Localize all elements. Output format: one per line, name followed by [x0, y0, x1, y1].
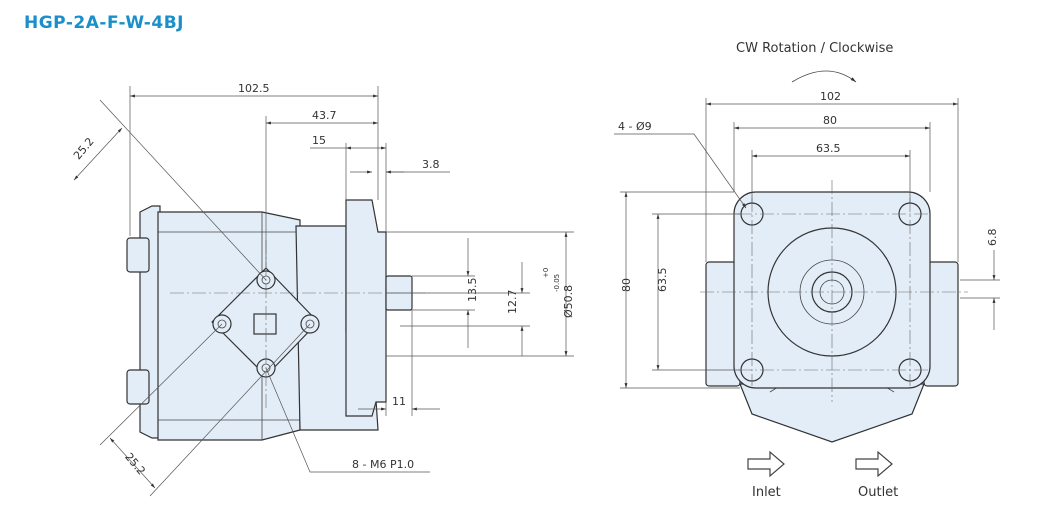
- inlet-label: Inlet: [752, 485, 781, 500]
- dim-6-8: 6.8: [986, 229, 999, 247]
- dim-25-2-top: 25.2: [71, 135, 97, 162]
- dim-50-8: Ø50.8: [562, 285, 575, 318]
- dim-43-7: 43.7: [312, 109, 337, 122]
- dim-80-top: 80: [823, 114, 837, 127]
- dim-3-8: 3.8: [422, 158, 440, 171]
- rotation-label: CW Rotation / Clockwise: [736, 41, 893, 56]
- dim-12-7: 12.7: [506, 290, 519, 315]
- dim-63-5-top: 63.5: [816, 142, 841, 155]
- dim-102-5: 102.5: [238, 82, 270, 95]
- dim-11: 11: [392, 395, 406, 408]
- note-bolts: 8 - M6 P1.0: [352, 458, 414, 471]
- front-flange: [345, 199, 387, 417]
- dim-25-2-bottom: 25.2: [122, 450, 148, 477]
- rotation-arrow: [791, 70, 857, 83]
- note-holes: 4 - Ø9: [618, 120, 652, 133]
- bottom-housing: [739, 383, 925, 443]
- rear-lug-top: [126, 237, 150, 273]
- dim-102: 102: [820, 90, 841, 103]
- dim-13-5: 13.5: [466, 278, 479, 303]
- dim-80-side: 80: [620, 278, 633, 292]
- dim-63-5-side: 63.5: [656, 268, 669, 293]
- tol-minus: -0.05: [553, 274, 561, 292]
- front-view: CW Rotation / Clockwise 102 80: [614, 41, 1000, 500]
- side-view: 102.5 43.7 15 3.8 25.2 25.2 13.5: [71, 82, 575, 497]
- outlet-arrow: [855, 450, 893, 478]
- tol-plus: +0: [542, 268, 550, 278]
- dim-15: 15: [312, 134, 326, 147]
- rear-lug-bottom: [126, 369, 150, 405]
- model-title: HGP-2A-F-W-4BJ: [24, 13, 184, 33]
- outlet-label: Outlet: [858, 485, 898, 500]
- inlet-arrow: [747, 450, 785, 478]
